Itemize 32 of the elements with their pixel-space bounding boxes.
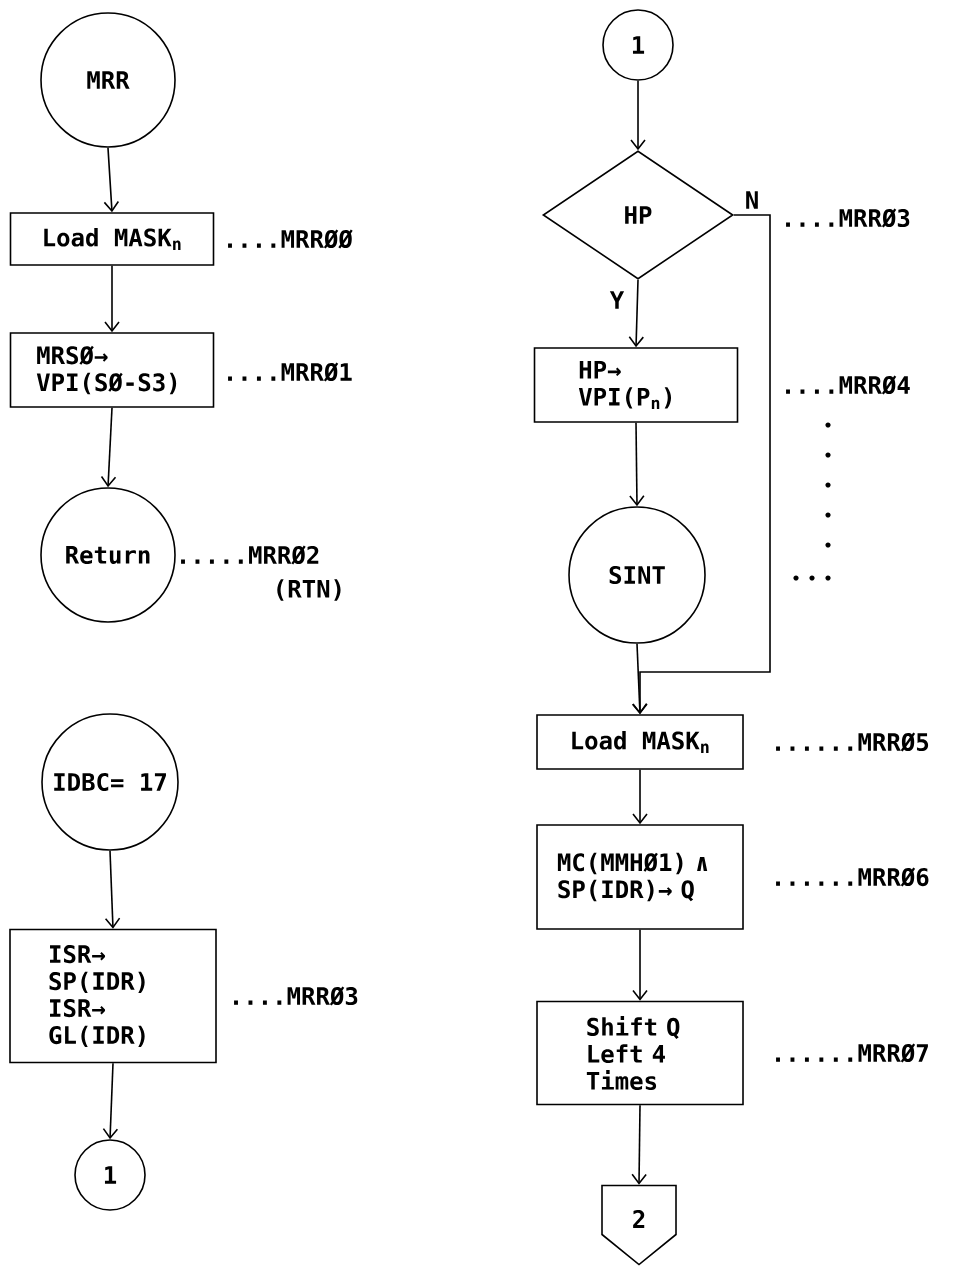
arrow [104, 265, 120, 333]
process-box: ISR→ SP(IDR) ISR→ GL(IDR) [9, 928, 217, 1064]
reference-label: ......MRRØ7 [776, 1043, 928, 1063]
arrow [632, 929, 648, 1001]
process-box: Load MASK$_{n}$ [536, 714, 744, 770]
arrow [104, 850, 121, 929]
reference-label: ....MRRØ3 [786, 208, 910, 228]
process-box: MC(MMHØ1) ∧ SP(IDR)→ Q [536, 824, 744, 930]
reference-label: ....MRRØ4 [786, 375, 910, 395]
arrow [628, 279, 645, 348]
arrow [632, 769, 648, 825]
reference-label: ....MRRØØ [228, 229, 353, 249]
process-box: Load MASK$_{n}$ [9, 212, 215, 266]
reference-label: (RTN) [277, 579, 341, 601]
arrow [630, 80, 646, 151]
reference-label: ......MRRØ5 [776, 732, 929, 752]
reference-label: ......MRRØ6 [776, 867, 929, 887]
process-box: HP→ VPI(P$_{n}$) [533, 347, 739, 423]
edge-label: N [743, 190, 761, 210]
arrow [631, 1104, 647, 1185]
arrow [100, 407, 117, 488]
reference-label: ....MRRØ1 [228, 362, 352, 382]
reference-label: .....MRRØ2 [181, 545, 319, 565]
reference-label: ....MRRØ3 [234, 986, 358, 1006]
edge-label: Y [608, 290, 626, 310]
arrow [102, 1062, 119, 1140]
arrow [629, 422, 645, 507]
process-box: Shift Q Left 4 Times [536, 1000, 744, 1106]
arrow [103, 147, 120, 213]
off-page-connector: 2 [601, 1184, 677, 1266]
process-box: MRSØ→ VPI(SØ-S3) [9, 332, 215, 408]
arrow [631, 643, 648, 715]
